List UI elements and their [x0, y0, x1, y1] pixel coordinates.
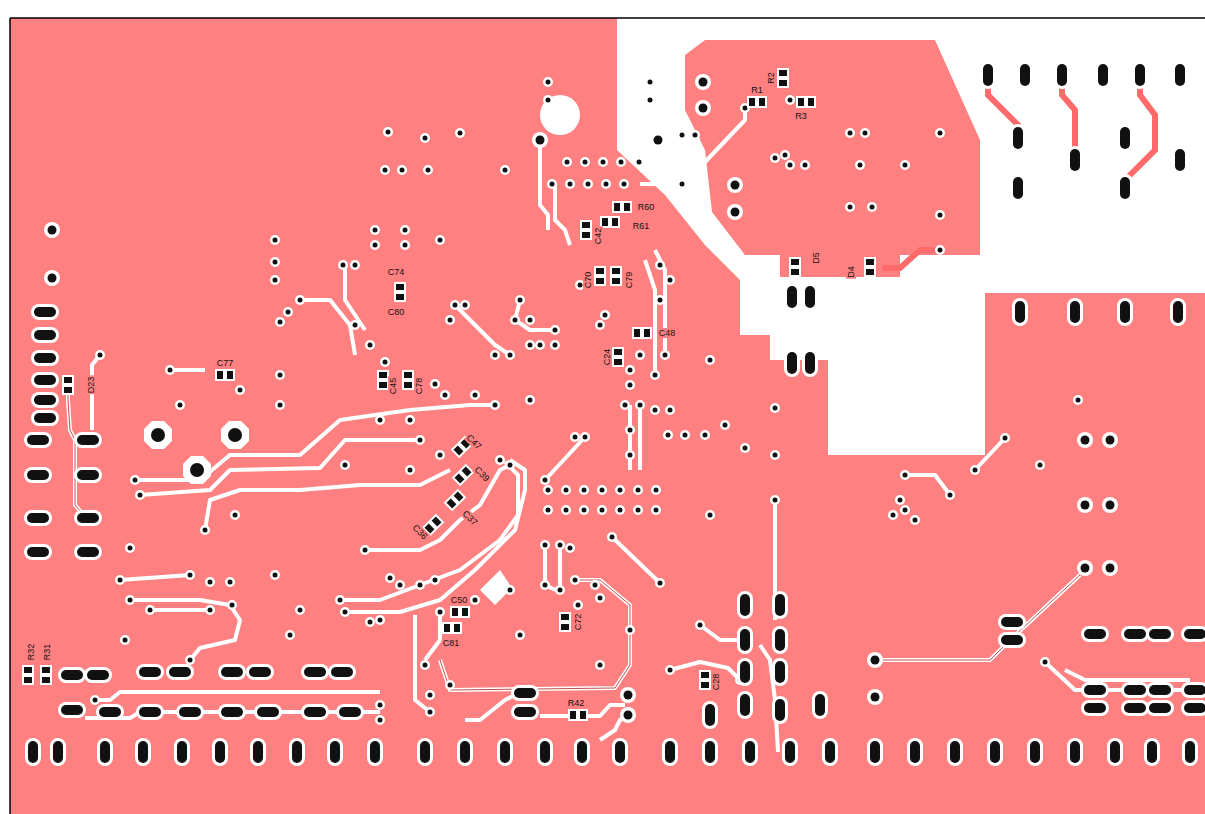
part-designator: C36 [410, 522, 430, 542]
part-designator: R1 [750, 85, 764, 95]
part-designator: C78 [414, 377, 424, 396]
part-designator: R2 [766, 71, 776, 85]
part-designator: D5 [811, 251, 821, 265]
part-designator: R31 [42, 643, 52, 662]
part-designator: C37 [460, 508, 480, 528]
part-designator: R61 [632, 221, 651, 231]
part-designator: C48 [658, 328, 677, 338]
part-designator: R3 [794, 111, 808, 121]
part-designator: C45 [388, 377, 398, 396]
part-designator: R60 [637, 202, 656, 212]
part-designator: C72 [573, 613, 583, 632]
part-designator: C50 [450, 595, 469, 605]
part-designator: R42 [567, 698, 586, 708]
part-designator: C42 [593, 227, 603, 246]
part-designator: D23 [86, 376, 96, 395]
part-designator: D4 [846, 265, 856, 279]
part-designator: C39 [472, 464, 492, 484]
part-designator: C70 [583, 271, 593, 290]
part-designator: R32 [26, 643, 36, 662]
part-designator: C74 [387, 267, 406, 277]
part-designator: C79 [624, 271, 634, 290]
part-designator: C80 [387, 307, 406, 317]
part-designator: C28 [711, 673, 721, 692]
part-designator: C47 [464, 432, 484, 452]
part-designator: C24 [602, 348, 612, 367]
part-designator: C81 [442, 638, 461, 648]
part-designator: C77 [216, 358, 235, 368]
